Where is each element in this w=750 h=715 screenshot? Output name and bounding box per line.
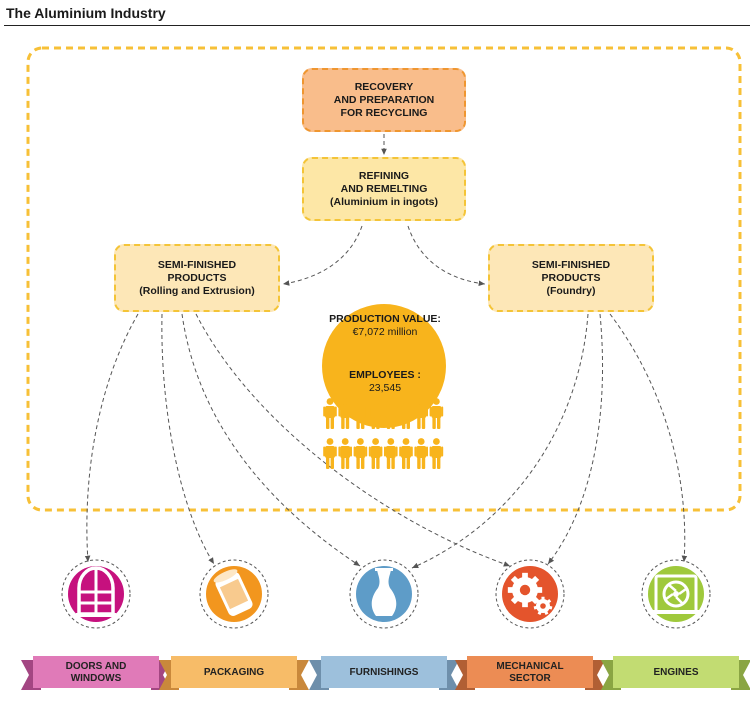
- refining-line-3: (Aluminium in ingots): [330, 195, 438, 208]
- gears-icon: [494, 558, 566, 635]
- person-icon: [323, 398, 337, 429]
- production-circle: [322, 304, 446, 428]
- person-icon: [429, 438, 444, 469]
- page-title: The Aluminium Industry: [6, 5, 166, 21]
- category-label-line: FURNISHINGS: [349, 667, 419, 678]
- employees-count: 23,545: [368, 382, 402, 394]
- semi-right-line-1: SEMI-FINISHED: [531, 258, 611, 271]
- semi-finished-foundry-box: SEMI-FINISHED PRODUCTS (Foundry): [488, 244, 654, 312]
- category-label: PACKAGING: [159, 654, 309, 692]
- person-icon: [384, 438, 398, 469]
- title-rule: [4, 25, 750, 26]
- person-icon: [368, 398, 383, 429]
- category-label-line: WINDOWS: [70, 673, 122, 684]
- arrow-left-to-doors: [84, 313, 139, 563]
- refining-box: REFINING AND REMELTING (Aluminium in ing…: [302, 157, 466, 221]
- person-icon: [384, 398, 398, 429]
- production-value-amount: €7,072 million: [352, 326, 418, 338]
- person-icon: [338, 438, 352, 469]
- person-icon: [429, 398, 444, 429]
- category-label: FURNISHINGS: [309, 654, 459, 692]
- outer-dashed-frame: [26, 46, 742, 512]
- semi-left-line-1: SEMI-FINISHED: [157, 258, 237, 271]
- person-icon: [368, 438, 383, 469]
- person-icon: [399, 438, 413, 469]
- refining-line-1: REFINING: [358, 169, 410, 182]
- arrow-left-to-mechanical: [195, 313, 511, 567]
- person-icon: [399, 398, 413, 429]
- category-label-line: DOORS AND: [65, 661, 127, 672]
- recovery-line-2: AND PREPARATION: [333, 93, 435, 106]
- engine-icon: [640, 558, 712, 635]
- person-icon: [338, 398, 352, 429]
- semi-finished-rolling-box: SEMI-FINISHED PRODUCTS (Rolling and Extr…: [114, 244, 280, 312]
- arrow-refining-to-semi-left: [282, 225, 363, 286]
- arrow-right-to-engines: [609, 313, 688, 563]
- refining-line-2: AND REMELTING: [340, 182, 428, 195]
- employees-label: EMPLOYEES :: [349, 369, 421, 381]
- arrow-refining-to-semi-right: [407, 225, 486, 287]
- semi-right-line-3: (Foundry): [546, 284, 596, 297]
- can-icon: [198, 558, 270, 635]
- category-label: ENGINES: [601, 654, 750, 692]
- semi-left-line-2: PRODUCTS: [167, 271, 227, 284]
- person-icon: [414, 398, 428, 429]
- person-icon: [414, 438, 428, 469]
- category-label-line: ENGINES: [653, 667, 699, 678]
- recovery-line-3: FOR RECYCLING: [340, 106, 428, 119]
- semi-right-line-2: PRODUCTS: [541, 271, 601, 284]
- person-icon: [323, 438, 337, 469]
- employee-figures: [323, 398, 444, 469]
- recovery-box: RECOVERY AND PREPARATION FOR RECYCLING: [302, 68, 466, 132]
- arrow-right-to-mechanical: [547, 313, 604, 565]
- production-value-label: PRODUCTION VALUE:: [329, 313, 441, 325]
- person-icon: [353, 438, 368, 469]
- arrow-left-to-packaging: [161, 313, 215, 565]
- arrow-left-to-furnishings: [181, 313, 361, 567]
- employees-stat: EMPLOYEES : 23,545: [300, 369, 470, 395]
- recovery-line-1: RECOVERY: [354, 80, 414, 93]
- person-icon: [353, 398, 368, 429]
- category-label-line: SECTOR: [509, 673, 551, 684]
- vase-icon: [348, 558, 420, 635]
- category-label-line: MECHANICAL: [496, 661, 564, 672]
- semi-left-line-3: (Rolling and Extrusion): [139, 284, 255, 297]
- window-icon: [60, 558, 132, 635]
- category-label-line: PACKAGING: [203, 667, 265, 678]
- production-value-stat: PRODUCTION VALUE: €7,072 million: [300, 313, 470, 339]
